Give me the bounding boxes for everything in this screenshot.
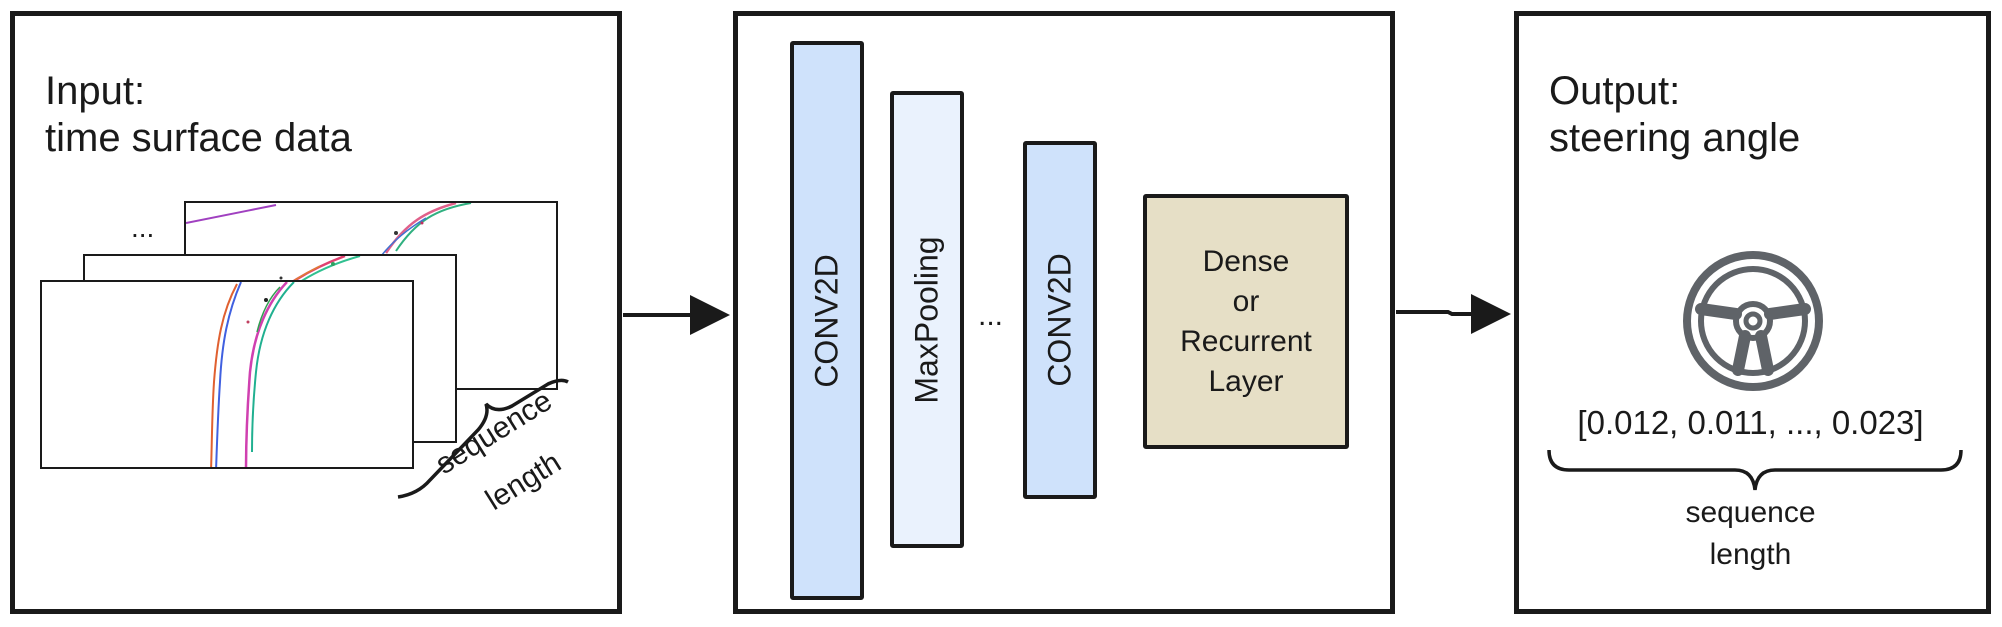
- output-title-line1: Output:: [1549, 69, 1681, 113]
- arrow-model-to-output: [1396, 294, 1511, 334]
- output-values: [0.012, 0.011, ..., 0.023]: [1577, 404, 1924, 441]
- dense-line-4: Layer: [1208, 364, 1284, 398]
- output-panel: Output: steering angle [0.012, 0.011, ..…: [1514, 11, 1991, 614]
- input-brace-label-line2: length: [480, 445, 567, 517]
- model-panel: CONV2D MaxPooling ... CONV2D Dense or Re…: [733, 11, 1395, 614]
- conv2d-layer-2-label: CONV2D: [1041, 253, 1078, 387]
- output-brace-label-line1: sequence: [1685, 496, 1816, 529]
- maxpooling-layer-label: MaxPooling: [908, 235, 945, 404]
- input-panel: Input: time surface data ...: [10, 11, 622, 614]
- input-title-line2: time surface data: [45, 116, 352, 160]
- input-title-line1: Input:: [45, 69, 146, 113]
- conv2d-layer-1-label: CONV2D: [808, 253, 845, 388]
- time-surface-frame-front: [40, 280, 414, 469]
- dense-or-recurrent-layer: Dense or Recurrent Layer: [1143, 194, 1349, 449]
- conv2d-layer-1: CONV2D: [790, 41, 864, 600]
- dense-line-2: or: [1232, 284, 1260, 318]
- frames-ellipsis: ...: [131, 212, 155, 243]
- dense-line-1: Dense: [1202, 244, 1290, 278]
- maxpooling-layer: MaxPooling: [890, 91, 964, 548]
- layers-ellipsis: ...: [978, 299, 1004, 332]
- output-title-line2: steering angle: [1549, 116, 1801, 160]
- output-sequence-brace: [1547, 449, 1963, 491]
- conv2d-layer-2: CONV2D: [1023, 141, 1097, 499]
- dense-line-3: Recurrent: [1180, 324, 1312, 358]
- output-brace-label-line2: length: [1709, 538, 1792, 571]
- steering-wheel-icon: [1683, 251, 1823, 391]
